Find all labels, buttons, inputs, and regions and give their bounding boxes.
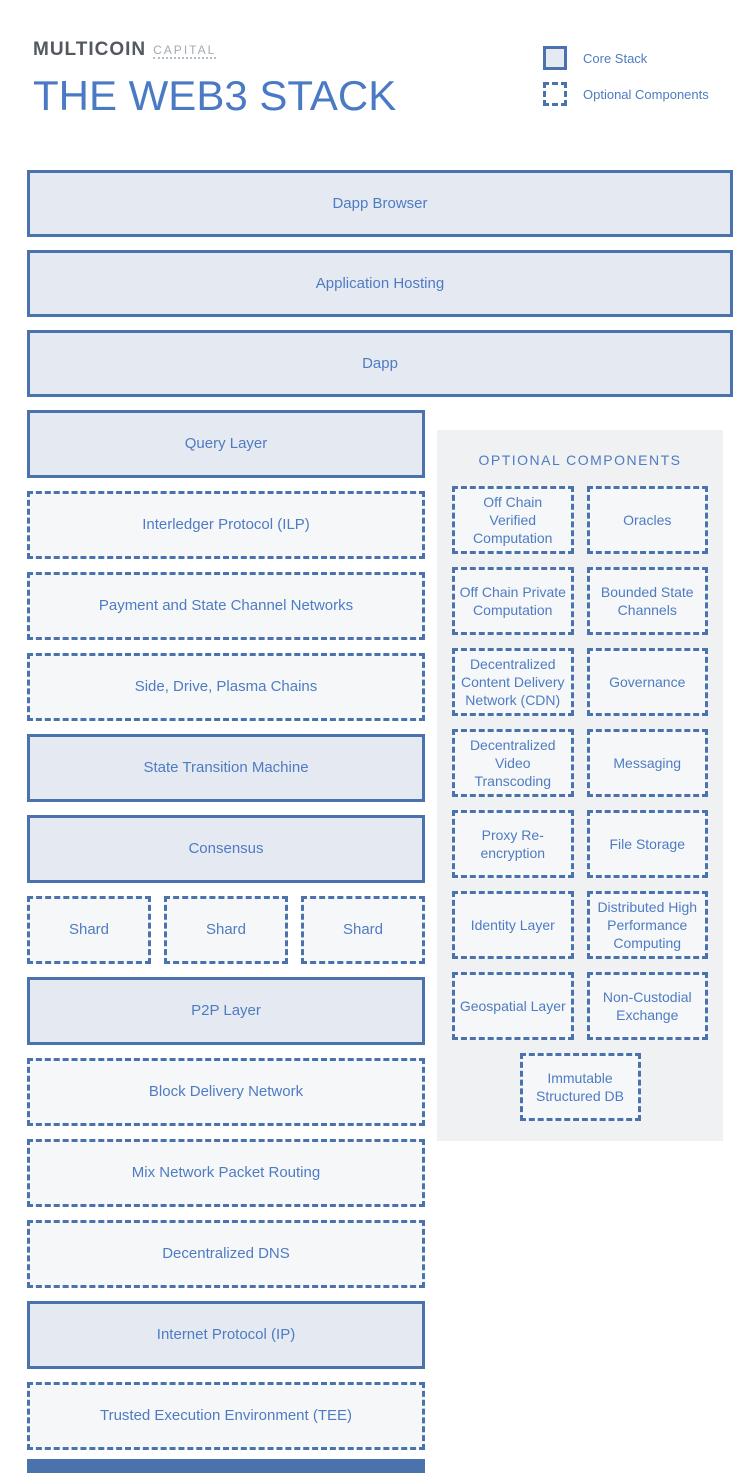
box-application-hosting: Application Hosting — [27, 250, 733, 317]
box-trusted-execution-environment: Trusted Execution Environment (TEE) — [27, 1382, 425, 1450]
cropped-next-layer-box — [27, 1459, 425, 1473]
top-stack: Dapp Browser Application Hosting Dapp — [27, 170, 733, 397]
page-title: THE WEB3 STACK — [33, 72, 397, 119]
box-decentralized-cdn: Decentralized Content Delivery Network (… — [452, 648, 574, 716]
optional-components-panel: OPTIONAL COMPONENTS Off Chain Verified C… — [437, 430, 723, 1141]
left-stack-column: Query Layer Interledger Protocol (ILP) P… — [27, 410, 425, 1450]
legend-optional-label: Optional Components — [583, 86, 709, 102]
box-decentralized-video-transcoding: Decentralized Video Transcoding — [452, 729, 574, 797]
box-non-custodial-exchange: Non-Custodial Exchange — [586, 972, 708, 1040]
box-block-delivery-network: Block Delivery Network — [27, 1058, 425, 1126]
box-dapp: Dapp — [27, 330, 733, 397]
legend-row-core: Core Stack — [543, 46, 709, 70]
box-shard: Shard — [27, 896, 151, 964]
box-mix-network-packet-routing: Mix Network Packet Routing — [27, 1139, 425, 1207]
box-geospatial-layer: Geospatial Layer — [452, 972, 574, 1040]
core-stack-swatch-icon — [543, 46, 567, 70]
logo-capital-label: CAPITAL — [153, 43, 217, 59]
logo-wordmark: MULTICOIN — [33, 39, 147, 60]
box-governance: Governance — [586, 648, 708, 716]
box-file-storage: File Storage — [586, 810, 708, 878]
box-state-transition-machine: State Transition Machine — [27, 734, 425, 802]
box-decentralized-dns: Decentralized DNS — [27, 1220, 425, 1288]
optional-components-grid: Off Chain Verified Computation Oracles O… — [452, 486, 708, 1040]
box-identity-layer: Identity Layer — [452, 891, 574, 959]
shard-row: Shard Shard Shard — [27, 896, 425, 964]
box-proxy-re-encryption: Proxy Re-encryption — [452, 810, 574, 878]
box-payment-state-channel-networks: Payment and State Channel Networks — [27, 572, 425, 640]
optional-components-swatch-icon — [543, 82, 567, 106]
stack-columns: Query Layer Interledger Protocol (ILP) P… — [27, 410, 723, 1450]
legend: Core Stack Optional Components — [543, 46, 709, 106]
box-messaging: Messaging — [586, 729, 708, 797]
box-interledger-protocol: Interledger Protocol (ILP) — [27, 491, 425, 559]
box-dapp-browser: Dapp Browser — [27, 170, 733, 237]
box-side-drive-plasma-chains: Side, Drive, Plasma Chains — [27, 653, 425, 721]
optional-components-footer: Immutable Structured DB — [452, 1053, 708, 1121]
box-p2p-layer: P2P Layer — [27, 977, 425, 1045]
legend-row-optional: Optional Components — [543, 82, 709, 106]
box-consensus: Consensus — [27, 815, 425, 883]
box-immutable-structured-db: Immutable Structured DB — [519, 1053, 641, 1121]
box-off-chain-private-computation: Off Chain Private Computation — [452, 567, 574, 635]
box-query-layer: Query Layer — [27, 410, 425, 478]
optional-components-title: OPTIONAL COMPONENTS — [478, 452, 682, 468]
box-bounded-state-channels: Bounded State Channels — [586, 567, 708, 635]
legend-core-label: Core Stack — [583, 50, 648, 66]
box-shard: Shard — [164, 896, 288, 964]
box-internet-protocol: Internet Protocol (IP) — [27, 1301, 425, 1369]
header: MULTICOIN CAPITAL THE WEB3 STACK — [33, 40, 396, 117]
box-oracles: Oracles — [586, 486, 708, 554]
box-shard: Shard — [301, 896, 425, 964]
box-off-chain-verified-computation: Off Chain Verified Computation — [452, 486, 574, 554]
multicoin-logo: MULTICOIN CAPITAL — [33, 40, 396, 59]
box-distributed-high-performance-computing: Distributed High Performance Computing — [586, 891, 708, 959]
